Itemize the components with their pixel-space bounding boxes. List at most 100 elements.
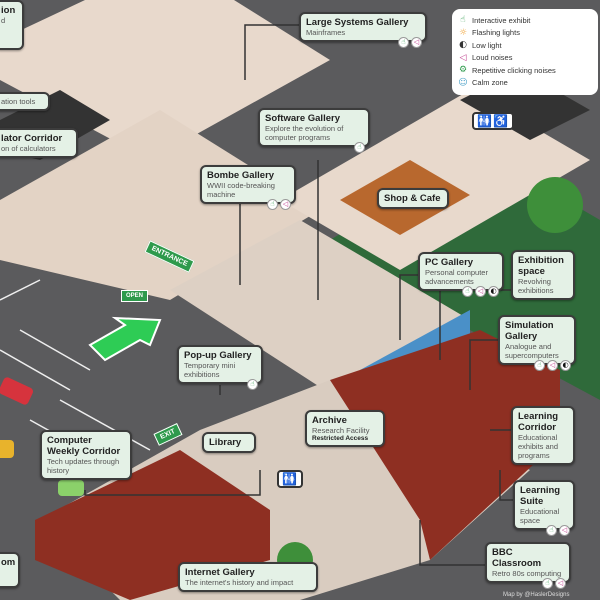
gallery-subtitle: on of calculators	[1, 144, 56, 153]
low-light-icon: ◐	[459, 40, 467, 51]
legend-label: Interactive exhibit	[472, 15, 531, 25]
gallery-subtitle: Analogue and supercomputers	[505, 342, 559, 360]
interactive-icon: ☝	[354, 142, 365, 153]
gallery-title: lator Corridor	[1, 133, 63, 144]
calm-zone-icon: ☺	[458, 77, 468, 88]
interactive-icon: ☝	[462, 286, 473, 297]
gallery-title: Pop-up Gallery	[184, 350, 252, 361]
legend-item: ◐ Low light	[458, 39, 592, 52]
gallery-title: Internet Gallery	[185, 567, 255, 578]
label-partial-bottom[interactable]: om	[0, 552, 20, 588]
loud-noises-icon: ◁	[411, 37, 422, 48]
entrance-arrow	[88, 316, 162, 362]
legend-item: ⚙ Repetitive clicking noises	[458, 64, 592, 77]
interactive-icon: ☝	[534, 360, 545, 371]
tree	[527, 177, 583, 233]
gallery-subtitle: ation tools	[1, 97, 36, 106]
loud-noises-icon: ◁	[475, 286, 486, 297]
gallery-subtitle: WWII code-breaking machine	[207, 181, 275, 199]
map-credit: Map by @HaslerDesigns	[503, 592, 570, 598]
gallery-subtitle: Personal computer advancements	[425, 268, 488, 286]
legend-item: ☼ Flashing lights	[458, 27, 592, 40]
gallery-title: Exhibition space	[518, 255, 564, 277]
loud-noises-icon: ◁	[547, 360, 558, 371]
gallery-subtitle: Research Facility	[312, 426, 370, 435]
gallery-title: Simulation Gallery	[505, 320, 554, 342]
loud-noises-icon: ◁	[280, 199, 291, 210]
gallery-title: Bombe Gallery	[207, 170, 275, 181]
gallery-subtitle: Tech updates through history	[47, 457, 120, 475]
gallery-title: Learning Corridor	[518, 411, 559, 433]
gallery-subtitle: Temporary mini exhibitions	[184, 361, 236, 379]
interactive-icon: ☝	[398, 37, 409, 48]
gallery-subtitle: Educational exhibits and programs	[518, 433, 559, 460]
accessibility-legend: ☝ Interactive exhibit ☼ Flashing lights ◐ L…	[452, 9, 598, 95]
legend-label: Flashing lights	[472, 28, 520, 38]
flashing-lights-icon: ☼	[458, 27, 468, 38]
gallery-title: ion	[1, 5, 16, 16]
legend-label: Loud noises	[472, 53, 513, 63]
gallery-subtitle: Revolving exhibitions	[518, 277, 554, 295]
gallery-subtitle: Retro 80s computing	[492, 569, 562, 578]
legend-label: Calm zone	[472, 78, 508, 88]
legend-item: ◁ Loud noises	[458, 52, 592, 65]
gallery-title: PC Gallery	[425, 257, 474, 268]
restricted-access-note: Restricted Access	[312, 435, 369, 442]
gallery-subtitle: Explore the evolution of computer progra…	[265, 124, 344, 142]
legend-item: ☺ Calm zone	[458, 77, 592, 90]
interactive-icon: ☝	[546, 525, 557, 536]
legend-item: ☝ Interactive exhibit	[458, 14, 592, 27]
car-yellow	[0, 440, 14, 458]
restroom-icon: 🚻	[277, 470, 303, 488]
loud-noises-icon: ◁	[559, 525, 570, 536]
gallery-title: Shop & Cafe	[384, 193, 441, 204]
gallery-subtitle: Educational space	[520, 507, 560, 525]
legend-label: Low light	[472, 40, 502, 50]
label-library[interactable]: Library	[202, 432, 256, 453]
leader-lines	[84, 24, 515, 566]
clicking-noises-icon: ⚙	[458, 65, 468, 76]
car-red	[0, 377, 33, 405]
open-sign: OPEN	[121, 290, 149, 302]
gallery-title: Archive	[312, 415, 347, 426]
low-light-icon: ◐	[560, 360, 571, 371]
car-green	[58, 480, 84, 496]
gallery-title: Library	[209, 437, 242, 448]
gallery-subtitle: d	[1, 16, 6, 25]
gallery-subtitle: Mainframes	[306, 28, 346, 37]
legend-label: Repetitive clicking noises	[472, 65, 556, 75]
gallery-title: Computer Weekly Corridor	[47, 435, 121, 457]
label-partial-tools[interactable]: ation tools	[0, 92, 50, 111]
gallery-title: Learning Suite	[520, 485, 561, 507]
interactive-icon: ☝	[247, 379, 258, 390]
gallery-subtitle: The internet's history and impact	[185, 578, 294, 587]
interactive-icon: ☝	[542, 578, 553, 589]
gallery-title: Large Systems Gallery	[306, 17, 409, 28]
interactive-icon: ☝	[460, 15, 466, 26]
loud-noises-icon: ◁	[555, 578, 566, 589]
label-shop-cafe[interactable]: Shop & Cafe	[377, 188, 449, 209]
low-light-icon: ◐	[488, 286, 499, 297]
gallery-title: Software Gallery	[265, 113, 340, 124]
brick-wall-right	[330, 330, 560, 560]
gallery-title: BBC Classroom	[492, 547, 542, 569]
gallery-title: om	[1, 557, 16, 568]
loud-noises-icon: ◁	[459, 52, 467, 63]
interactive-icon: ☝	[267, 199, 278, 210]
restroom-icon: 🚻♿	[472, 112, 514, 130]
